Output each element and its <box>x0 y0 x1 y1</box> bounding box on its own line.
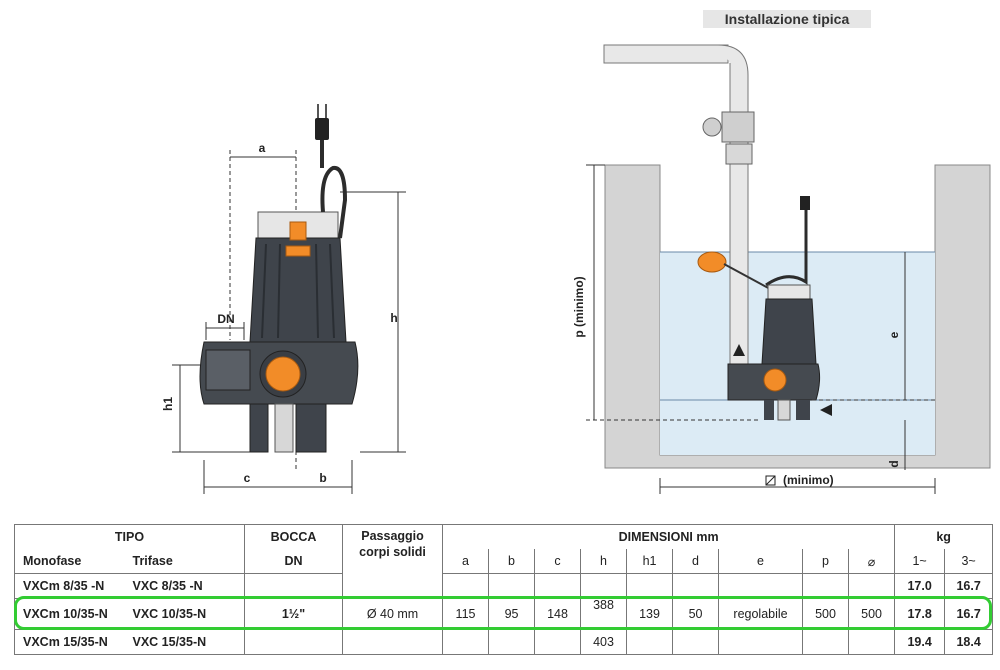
dim-label-e: e <box>887 331 901 338</box>
dim-label-p: p (minimo) <box>572 276 586 337</box>
row-h-value: 388 <box>593 598 614 612</box>
row-c <box>534 629 582 655</box>
header-diameter: ⌀ <box>848 549 896 574</box>
table-header-row-2: Monofase Trifase DN a b c h h1 d e p ⌀ 1… <box>14 549 994 574</box>
row-h <box>580 573 628 599</box>
row-e <box>718 629 804 655</box>
row-p: 500 <box>802 598 850 630</box>
row-kg1: 17.8 <box>894 598 946 630</box>
row-diam <box>848 629 896 655</box>
dim-label-diameter: (minimo) <box>783 473 834 487</box>
table-row: VXCm 15/35-N VXC 15/35-N 403 19.4 18.4 <box>14 629 994 655</box>
header-p: p <box>802 549 850 574</box>
row-e <box>718 573 804 599</box>
header-tipo: TIPO <box>13 524 246 549</box>
row-b <box>488 573 536 599</box>
row-dn <box>244 573 344 599</box>
row-d <box>672 629 720 655</box>
row-dn: 1½" <box>244 598 344 630</box>
row-p <box>802 573 850 599</box>
table-row: VXCm 8/35 -N VXC 8/35 -N 17.0 16.7 <box>14 573 994 599</box>
row-h: 388 <box>580 598 628 630</box>
dim-label-h1: h1 <box>161 397 175 411</box>
row-h1 <box>626 629 674 655</box>
row-c <box>534 573 582 599</box>
row-h: 403 <box>580 629 628 655</box>
row-d: 50 <box>672 598 720 630</box>
dim-label-a: a <box>259 141 266 155</box>
header-h1: h1 <box>626 549 674 574</box>
row-kg3: 16.7 <box>944 598 994 630</box>
dim-label-dn: DN <box>217 312 234 326</box>
header-dn: DN <box>244 549 344 574</box>
header-b: b <box>488 549 536 574</box>
header-bocca: BOCCA <box>244 524 344 549</box>
header-kg-1: 1~ <box>894 549 946 574</box>
row-passaggio <box>342 573 444 599</box>
row-tri: VXC 8/35 -N <box>124 573 246 599</box>
header-a: a <box>442 549 490 574</box>
header-c: c <box>534 549 582 574</box>
row-kg1: 17.0 <box>894 573 946 599</box>
pump-dimension-diagram: a h DN h1 c b Installazione tipica <box>161 10 991 494</box>
row-h1: 139 <box>626 598 674 630</box>
row-kg3: 18.4 <box>944 629 994 655</box>
row-passaggio <box>342 629 444 655</box>
row-diam: 500 <box>848 598 896 630</box>
dim-label-h: h <box>390 311 397 325</box>
dim-label-b: b <box>319 471 326 485</box>
row-kg3: 16.7 <box>944 573 994 599</box>
header-kg-3: 3~ <box>944 549 994 574</box>
installation-drawing: Installazione tipica <box>572 10 991 494</box>
row-b <box>488 629 536 655</box>
table-row: VXCm 10/35-N VXC 10/35-N 1½" Ø 40 mm 115… <box>14 598 994 630</box>
header-trifase: Trifase <box>124 549 246 574</box>
row-dn <box>244 629 344 655</box>
row-a <box>442 573 490 599</box>
row-mono: VXCm 15/35-N <box>14 629 125 655</box>
row-d <box>672 573 720 599</box>
dim-label-d: d <box>887 460 901 467</box>
diameter-icon <box>765 475 776 486</box>
header-monofase: Monofase <box>14 549 125 574</box>
row-passaggio: Ø 40 mm <box>342 598 444 630</box>
row-h1 <box>626 573 674 599</box>
row-tri: VXC 10/35-N <box>124 598 246 630</box>
header-passaggio-line1: Passaggio <box>361 529 424 543</box>
row-mono: VXCm 8/35 -N <box>14 573 125 599</box>
header-h: h <box>580 549 628 574</box>
header-dimensioni: DIMENSIONI mm <box>442 524 896 549</box>
row-e: regolabile <box>718 598 804 630</box>
header-passaggio: Passaggio corpi solidi <box>342 524 444 574</box>
table-header-row-1: TIPO BOCCA Passaggio corpi solidi DIMENSI… <box>13 524 994 574</box>
row-a: 115 <box>442 598 490 630</box>
header-kg: kg <box>894 524 994 549</box>
header-passaggio-line2: corpi solidi <box>359 545 426 559</box>
dim-label-c: c <box>244 471 251 485</box>
installation-title: Installazione tipica <box>725 11 850 27</box>
row-kg1: 19.4 <box>894 629 946 655</box>
pump-drawing: a h DN h1 c b <box>161 104 406 494</box>
row-tri: VXC 15/35-N <box>124 629 246 655</box>
row-diam <box>848 573 896 599</box>
header-e: e <box>718 549 804 574</box>
row-c: 148 <box>534 598 582 630</box>
spec-table: TIPO BOCCA Passaggio corpi solidi DIMENSI… <box>13 524 994 655</box>
row-a <box>442 629 490 655</box>
row-p <box>802 629 850 655</box>
header-d: d <box>672 549 720 574</box>
row-mono: VXCm 10/35-N <box>14 598 125 630</box>
row-b: 95 <box>488 598 536 630</box>
